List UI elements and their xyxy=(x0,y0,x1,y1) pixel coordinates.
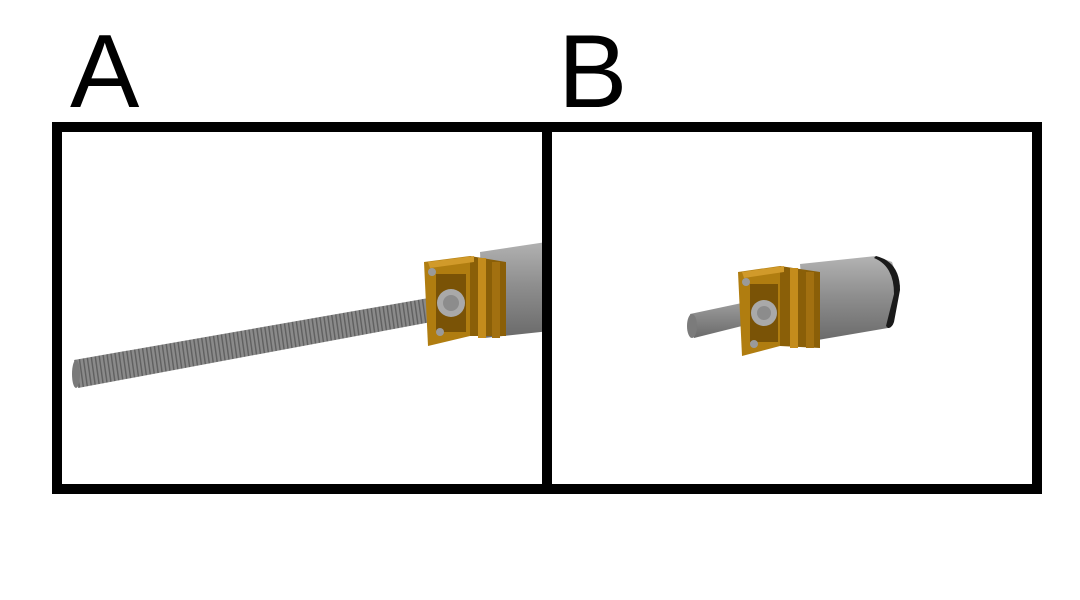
panel-a-label: A xyxy=(70,14,140,130)
panel-a-content xyxy=(72,242,543,388)
gearbox-icon xyxy=(738,266,820,356)
lead-screw-icon xyxy=(72,296,442,388)
panel-b-content xyxy=(687,256,900,356)
motor-can-icon xyxy=(800,256,900,342)
panel-b-label: B xyxy=(558,14,628,130)
panel-b-frame xyxy=(542,122,1042,494)
gearbox-icon xyxy=(424,256,506,346)
